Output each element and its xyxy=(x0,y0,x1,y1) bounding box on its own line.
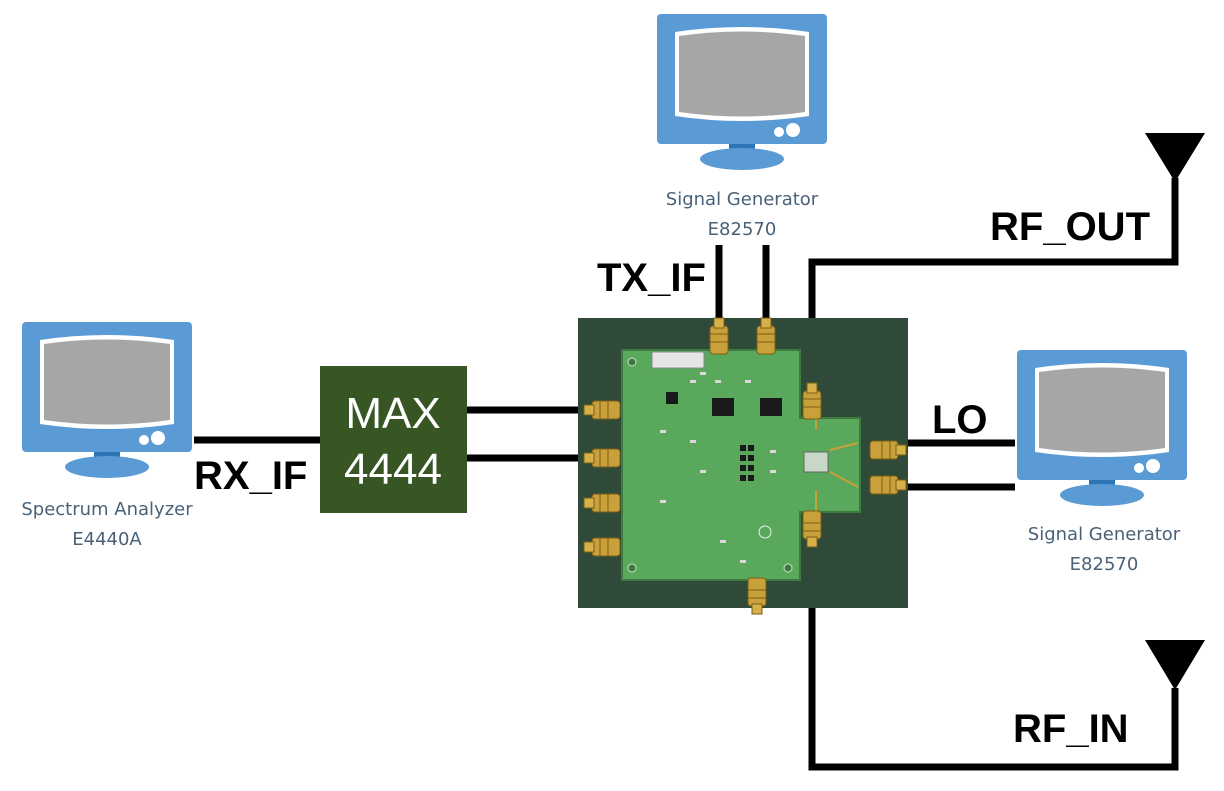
rf-out-antenna-icon xyxy=(1145,133,1205,182)
signal-generator-right-model: E82570 xyxy=(1070,554,1139,575)
signal-generator-top-name: Signal Generator xyxy=(666,189,819,210)
spectrum-analyzer-name: Spectrum Analyzer xyxy=(21,499,193,520)
spectrum-analyzer-model: E4440A xyxy=(72,529,142,550)
spectrum-analyzer-monitor-icon xyxy=(22,322,192,478)
max4444-amplifier-block: MAX 4444 xyxy=(320,366,467,513)
signal-generator-top-model: E82570 xyxy=(708,219,777,240)
sma-connector-icon xyxy=(747,577,767,615)
block-label-line1: MAX xyxy=(345,389,440,438)
rf-in-label: RF_IN xyxy=(1013,707,1129,751)
evaluation-board-photo xyxy=(578,317,908,615)
block-label-line2: 4444 xyxy=(344,445,442,494)
rf-in-antenna-icon xyxy=(1145,640,1205,690)
rf-in-wire xyxy=(808,535,1179,771)
lo-label: LO xyxy=(932,398,988,442)
tx-if-label: TX_IF xyxy=(597,256,706,300)
rx-if-label: RX_IF xyxy=(194,454,307,498)
signal-generator-right-name: Signal Generator xyxy=(1028,524,1181,545)
signal-generator-right-monitor-icon xyxy=(1017,350,1187,506)
signal-generator-top-monitor-icon xyxy=(657,14,827,170)
rf-out-label: RF_OUT xyxy=(990,205,1150,249)
